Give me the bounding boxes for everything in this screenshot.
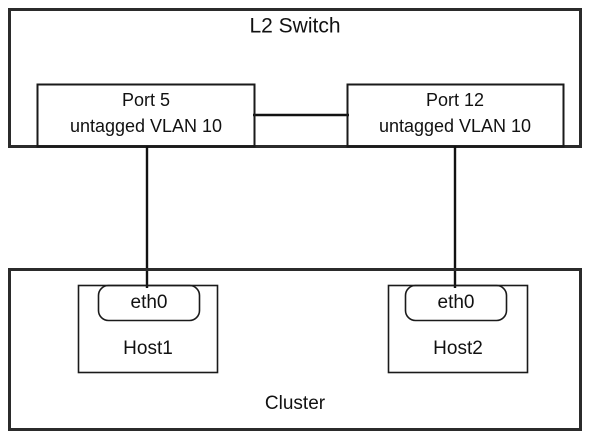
- l2-switch-title: L2 Switch: [249, 15, 340, 38]
- host2-name: Host2: [433, 338, 483, 359]
- port-12-vlan: untagged VLAN 10: [379, 116, 531, 136]
- cluster-box[interactable]: [8, 268, 582, 431]
- port-5-name: Port 5: [122, 90, 170, 110]
- host2-eth0-nic-rect[interactable]: [404, 284, 508, 322]
- host2-eth0-label: eth0: [438, 292, 475, 313]
- cluster-container[interactable]: Cluster: [8, 268, 582, 431]
- cluster-title: Cluster: [265, 393, 326, 414]
- port-12-name: Port 12: [426, 90, 484, 110]
- l2-switch-container[interactable]: L2 Switch: [8, 8, 582, 148]
- host1-eth0-label: eth0: [131, 292, 168, 313]
- host1-eth0-nic-rect[interactable]: [97, 284, 201, 322]
- l2-switch-box[interactable]: [8, 8, 582, 148]
- port-5-vlan: untagged VLAN 10: [70, 116, 222, 136]
- host-box-host1[interactable]: eth0 Host1: [77, 284, 219, 374]
- host1-name: Host1: [123, 338, 173, 359]
- host-box-host2[interactable]: eth0 Host2: [387, 284, 529, 374]
